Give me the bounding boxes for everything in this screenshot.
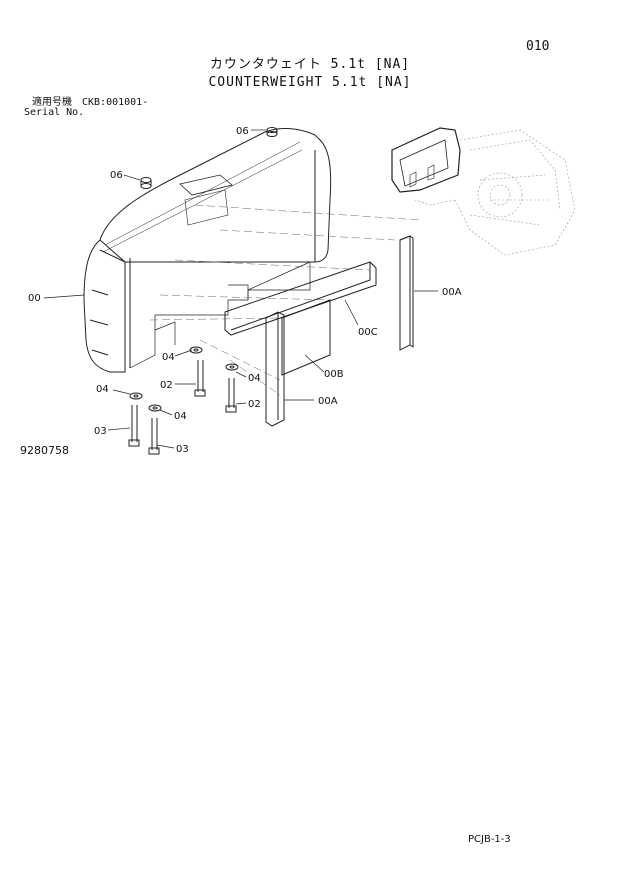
callout-00: 00 xyxy=(28,293,41,304)
callout-03-a: 03 xyxy=(94,426,107,437)
plate-00c xyxy=(224,261,377,336)
serial-label-japanese: 適用号機 xyxy=(32,97,72,108)
callout-06-left: 06 xyxy=(110,170,123,181)
plate-00a-bottom xyxy=(265,311,285,427)
title-english: COUNTERWEIGHT 5.1t [NA] xyxy=(208,75,412,90)
callout-00a-right: 00A xyxy=(442,287,462,298)
callout-04-c: 04 xyxy=(96,384,109,395)
drawing-number: 9280758 xyxy=(20,444,69,457)
machine-location-inset xyxy=(391,127,576,256)
callout-03-b: 03 xyxy=(176,444,189,455)
serial-label-english: Serial No. xyxy=(24,107,85,118)
counterweight-rear-plate xyxy=(129,261,311,369)
washers-04 xyxy=(129,346,239,412)
callout-04-b: 04 xyxy=(248,373,261,384)
bolts xyxy=(128,360,237,455)
plate-00a-right xyxy=(399,235,414,351)
footer-code: PCJB-1-3 xyxy=(468,834,511,845)
callout-04-d: 04 xyxy=(174,411,187,422)
alignment-lines xyxy=(149,204,421,396)
serial-value: CKB:001001- xyxy=(82,97,149,108)
callout-02-b: 02 xyxy=(248,399,261,410)
counterweight-body xyxy=(83,127,332,373)
leader-lines xyxy=(43,129,438,449)
page-number: 010 xyxy=(526,39,550,54)
callout-00b: 00B xyxy=(324,369,344,380)
title-japanese: カウンタウェイト 5.1t [NA] xyxy=(209,57,411,72)
callout-00a-bottom: 00A xyxy=(318,396,338,407)
cap-06-top xyxy=(266,127,278,137)
callout-02-a: 02 xyxy=(160,380,173,391)
callout-00c: 00C xyxy=(358,327,378,338)
cap-06-left xyxy=(140,177,152,189)
callout-04-a: 04 xyxy=(162,352,175,363)
plate-00b xyxy=(281,299,331,376)
callout-06-top: 06 xyxy=(236,126,249,137)
